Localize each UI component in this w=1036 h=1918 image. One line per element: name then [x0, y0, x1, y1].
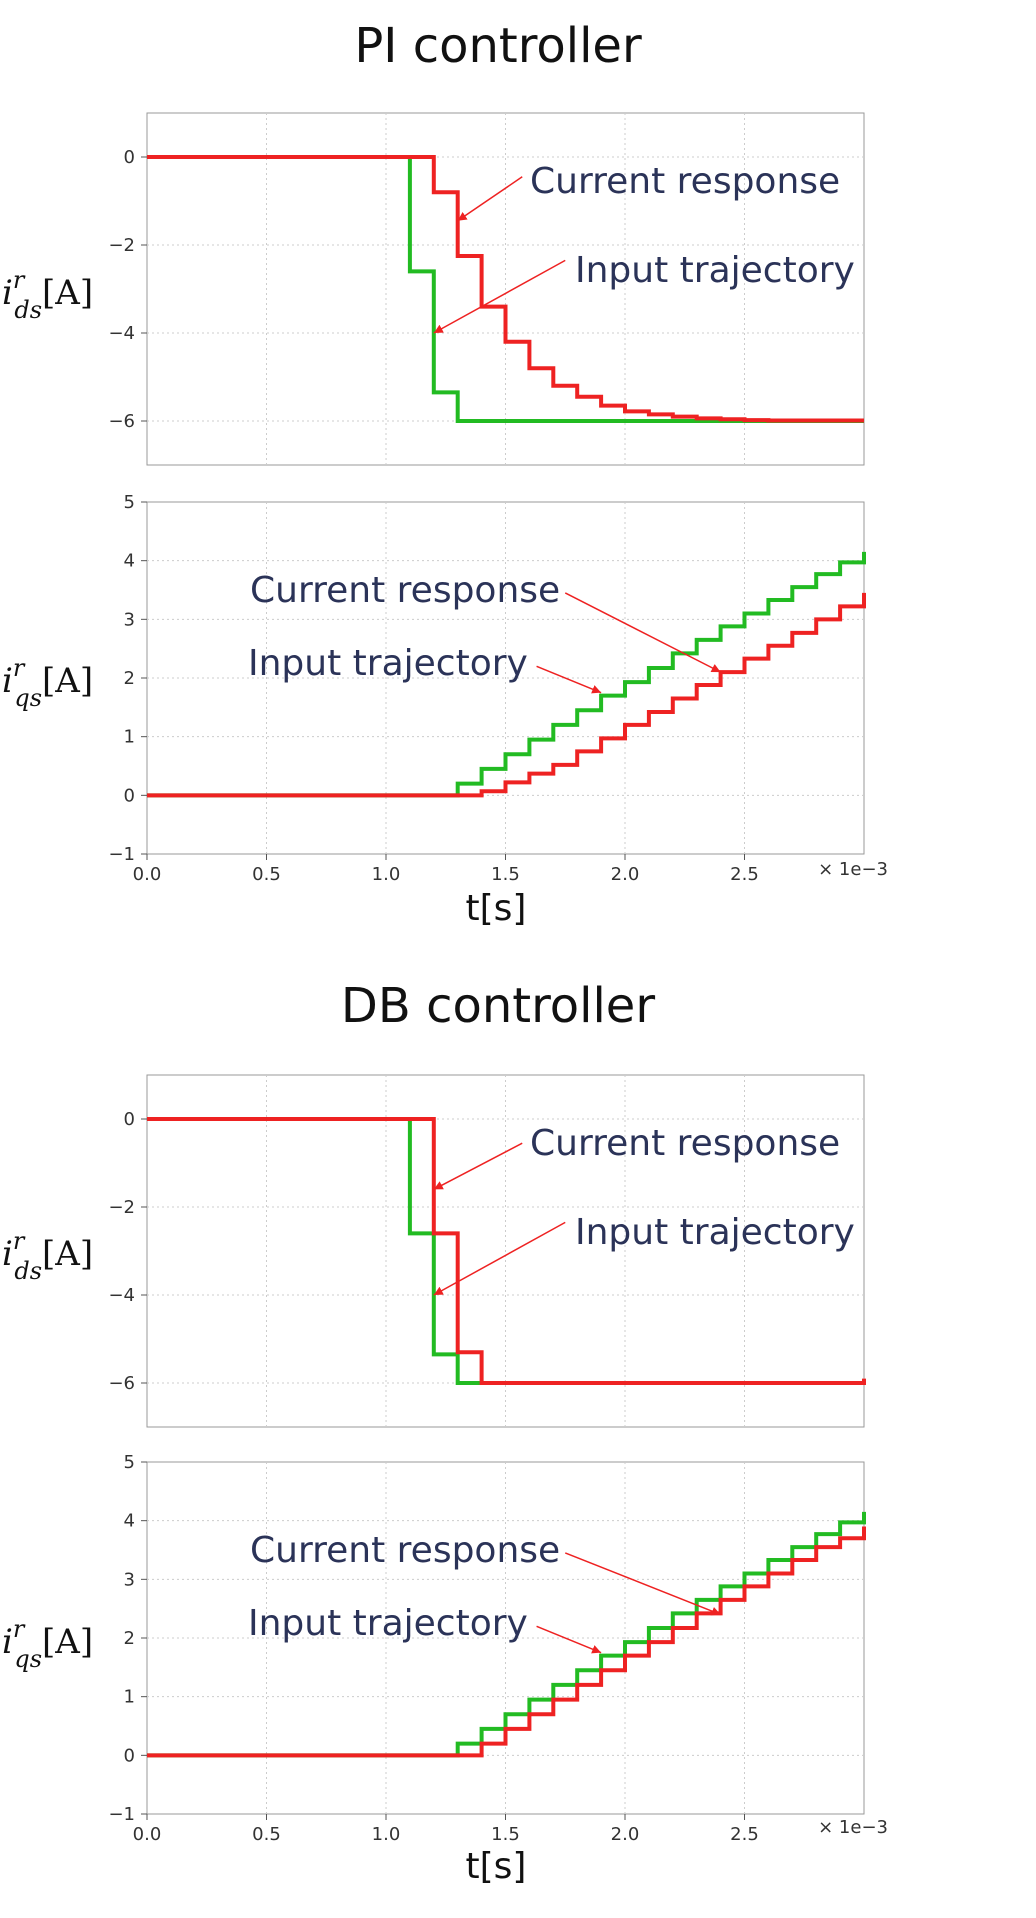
y-tick-label: −1 [108, 1804, 135, 1825]
y-tick-label: 0 [124, 785, 135, 806]
response-series-line [147, 155, 864, 423]
x-tick-label: 0.5 [252, 1824, 281, 1845]
section-title: PI controller [354, 18, 642, 74]
y-tick-label: −6 [108, 1373, 135, 1394]
annotation-arrow [433, 1221, 566, 1296]
annotation-label: Input trajectory [248, 1603, 528, 1644]
response-series-line [147, 1117, 866, 1385]
y-label-unit: [A] [42, 661, 93, 701]
x-tick-label: 1.5 [491, 1824, 520, 1845]
annotation-label: Current response [250, 570, 560, 611]
x-tick-label: 1.0 [372, 864, 401, 885]
annotation-label: Current response [250, 1530, 560, 1571]
y-tick-label: 4 [124, 551, 135, 572]
annotation-label: Current response [530, 1123, 840, 1164]
x-tick-label: 1.5 [491, 864, 520, 885]
annotation-arrow [433, 1142, 523, 1191]
y-label-unit: [A] [42, 1622, 93, 1662]
annotation-label: Current response [530, 161, 840, 202]
y-tick-label: −1 [108, 844, 135, 865]
y-label-sup: r [13, 266, 26, 294]
y-tick-label: 0 [124, 147, 135, 168]
y-tick-label: 5 [124, 1452, 135, 1473]
input-series-line [147, 1511, 866, 1758]
annotation-arrow [564, 1552, 721, 1616]
annotation-arrow [433, 259, 566, 334]
response-series-line [147, 592, 866, 798]
y-label-var: i [2, 661, 13, 701]
input-series-line [147, 551, 866, 798]
y-label-sub: qs [14, 684, 42, 712]
y-tick-label: 1 [124, 1687, 135, 1708]
y-label-sub: qs [14, 1645, 42, 1673]
y-tick-label: −2 [108, 1197, 135, 1218]
x-tick-label: 0.0 [133, 1824, 162, 1845]
x-axis-scale-label: × 1e−3 [818, 1817, 888, 1838]
x-tick-label: 2.0 [611, 1824, 640, 1845]
y-tick-label: −6 [108, 411, 135, 432]
x-tick-label: 0.0 [133, 864, 162, 885]
y-tick-label: 0 [124, 1745, 135, 1766]
annotation-label: Input trajectory [575, 250, 855, 291]
x-tick-label: 0.5 [252, 864, 281, 885]
y-tick-label: 5 [124, 492, 135, 513]
y-tick-label: 0 [124, 1109, 135, 1130]
y-label-var: i [2, 273, 13, 313]
x-axis-label: t[s] [466, 888, 527, 929]
annotation-arrow [536, 665, 602, 694]
x-axis-scale-label: × 1e−3 [818, 859, 888, 880]
x-axis-label: t[s] [466, 1846, 527, 1887]
y-label-sub: ds [14, 296, 42, 324]
annotation-label: Input trajectory [575, 1212, 855, 1253]
y-tick-label: 4 [124, 1511, 135, 1532]
x-tick-label: 2.5 [730, 864, 759, 885]
y-tick-label: 3 [124, 1569, 135, 1590]
y-label-var: i [2, 1234, 13, 1274]
y-tick-label: −4 [108, 1285, 135, 1306]
y-tick-label: −4 [108, 323, 135, 344]
y-tick-label: 3 [124, 609, 135, 630]
response-series-line [147, 1526, 866, 1758]
y-label-unit: [A] [42, 1234, 93, 1274]
y-tick-label: 1 [124, 727, 135, 748]
x-tick-label: 2.5 [730, 1824, 759, 1845]
section-title: DB controller [341, 978, 655, 1034]
annotation-arrow [536, 1625, 602, 1654]
y-tick-label: 2 [124, 668, 135, 689]
y-label-sup: r [13, 654, 26, 682]
y-label-sup: r [13, 1615, 26, 1643]
y-tick-label: 2 [124, 1628, 135, 1649]
annotation-arrow [457, 176, 523, 222]
x-tick-label: 1.0 [372, 1824, 401, 1845]
x-tick-label: 2.0 [611, 864, 640, 885]
y-label-sup: r [13, 1227, 26, 1255]
y-tick-label: −2 [108, 235, 135, 256]
annotation-arrow [564, 592, 721, 673]
annotation-label: Input trajectory [248, 643, 528, 684]
y-label-var: i [2, 1622, 13, 1662]
y-label-unit: [A] [42, 273, 93, 313]
y-label-sub: ds [14, 1257, 42, 1285]
